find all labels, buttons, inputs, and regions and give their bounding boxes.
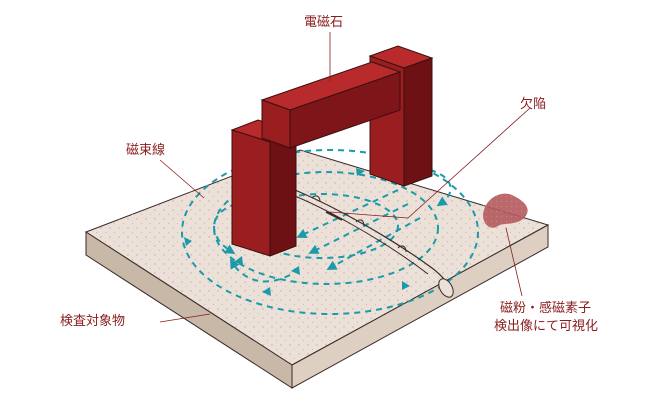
flux-path-1 xyxy=(296,189,399,238)
label-indication-line2: 検出像にて可視化 xyxy=(494,319,599,334)
defect-crack xyxy=(289,187,454,298)
label-flux-lines: 磁束線 xyxy=(126,143,166,158)
flux-arc-right xyxy=(429,169,452,207)
flux-lines xyxy=(181,149,479,315)
test-object-plate xyxy=(84,149,550,389)
flux-arrowheads xyxy=(184,168,410,296)
flux-loop-outer xyxy=(181,149,479,315)
flux-loop-middle xyxy=(213,171,439,285)
flux-arc-low xyxy=(230,258,291,283)
flux-path-2 xyxy=(308,203,409,254)
label-test-object: 検査対象物 xyxy=(60,314,126,329)
flux-arc-left xyxy=(213,203,237,255)
plate-side-face xyxy=(291,224,549,389)
label-defect: 欠陥 xyxy=(520,97,547,112)
electromagnet xyxy=(230,45,434,257)
label-indication-line1: 磁粉・感磁素子 xyxy=(500,301,592,316)
leader-lines xyxy=(159,32,531,323)
label-electromagnet: 電磁石 xyxy=(304,15,344,30)
